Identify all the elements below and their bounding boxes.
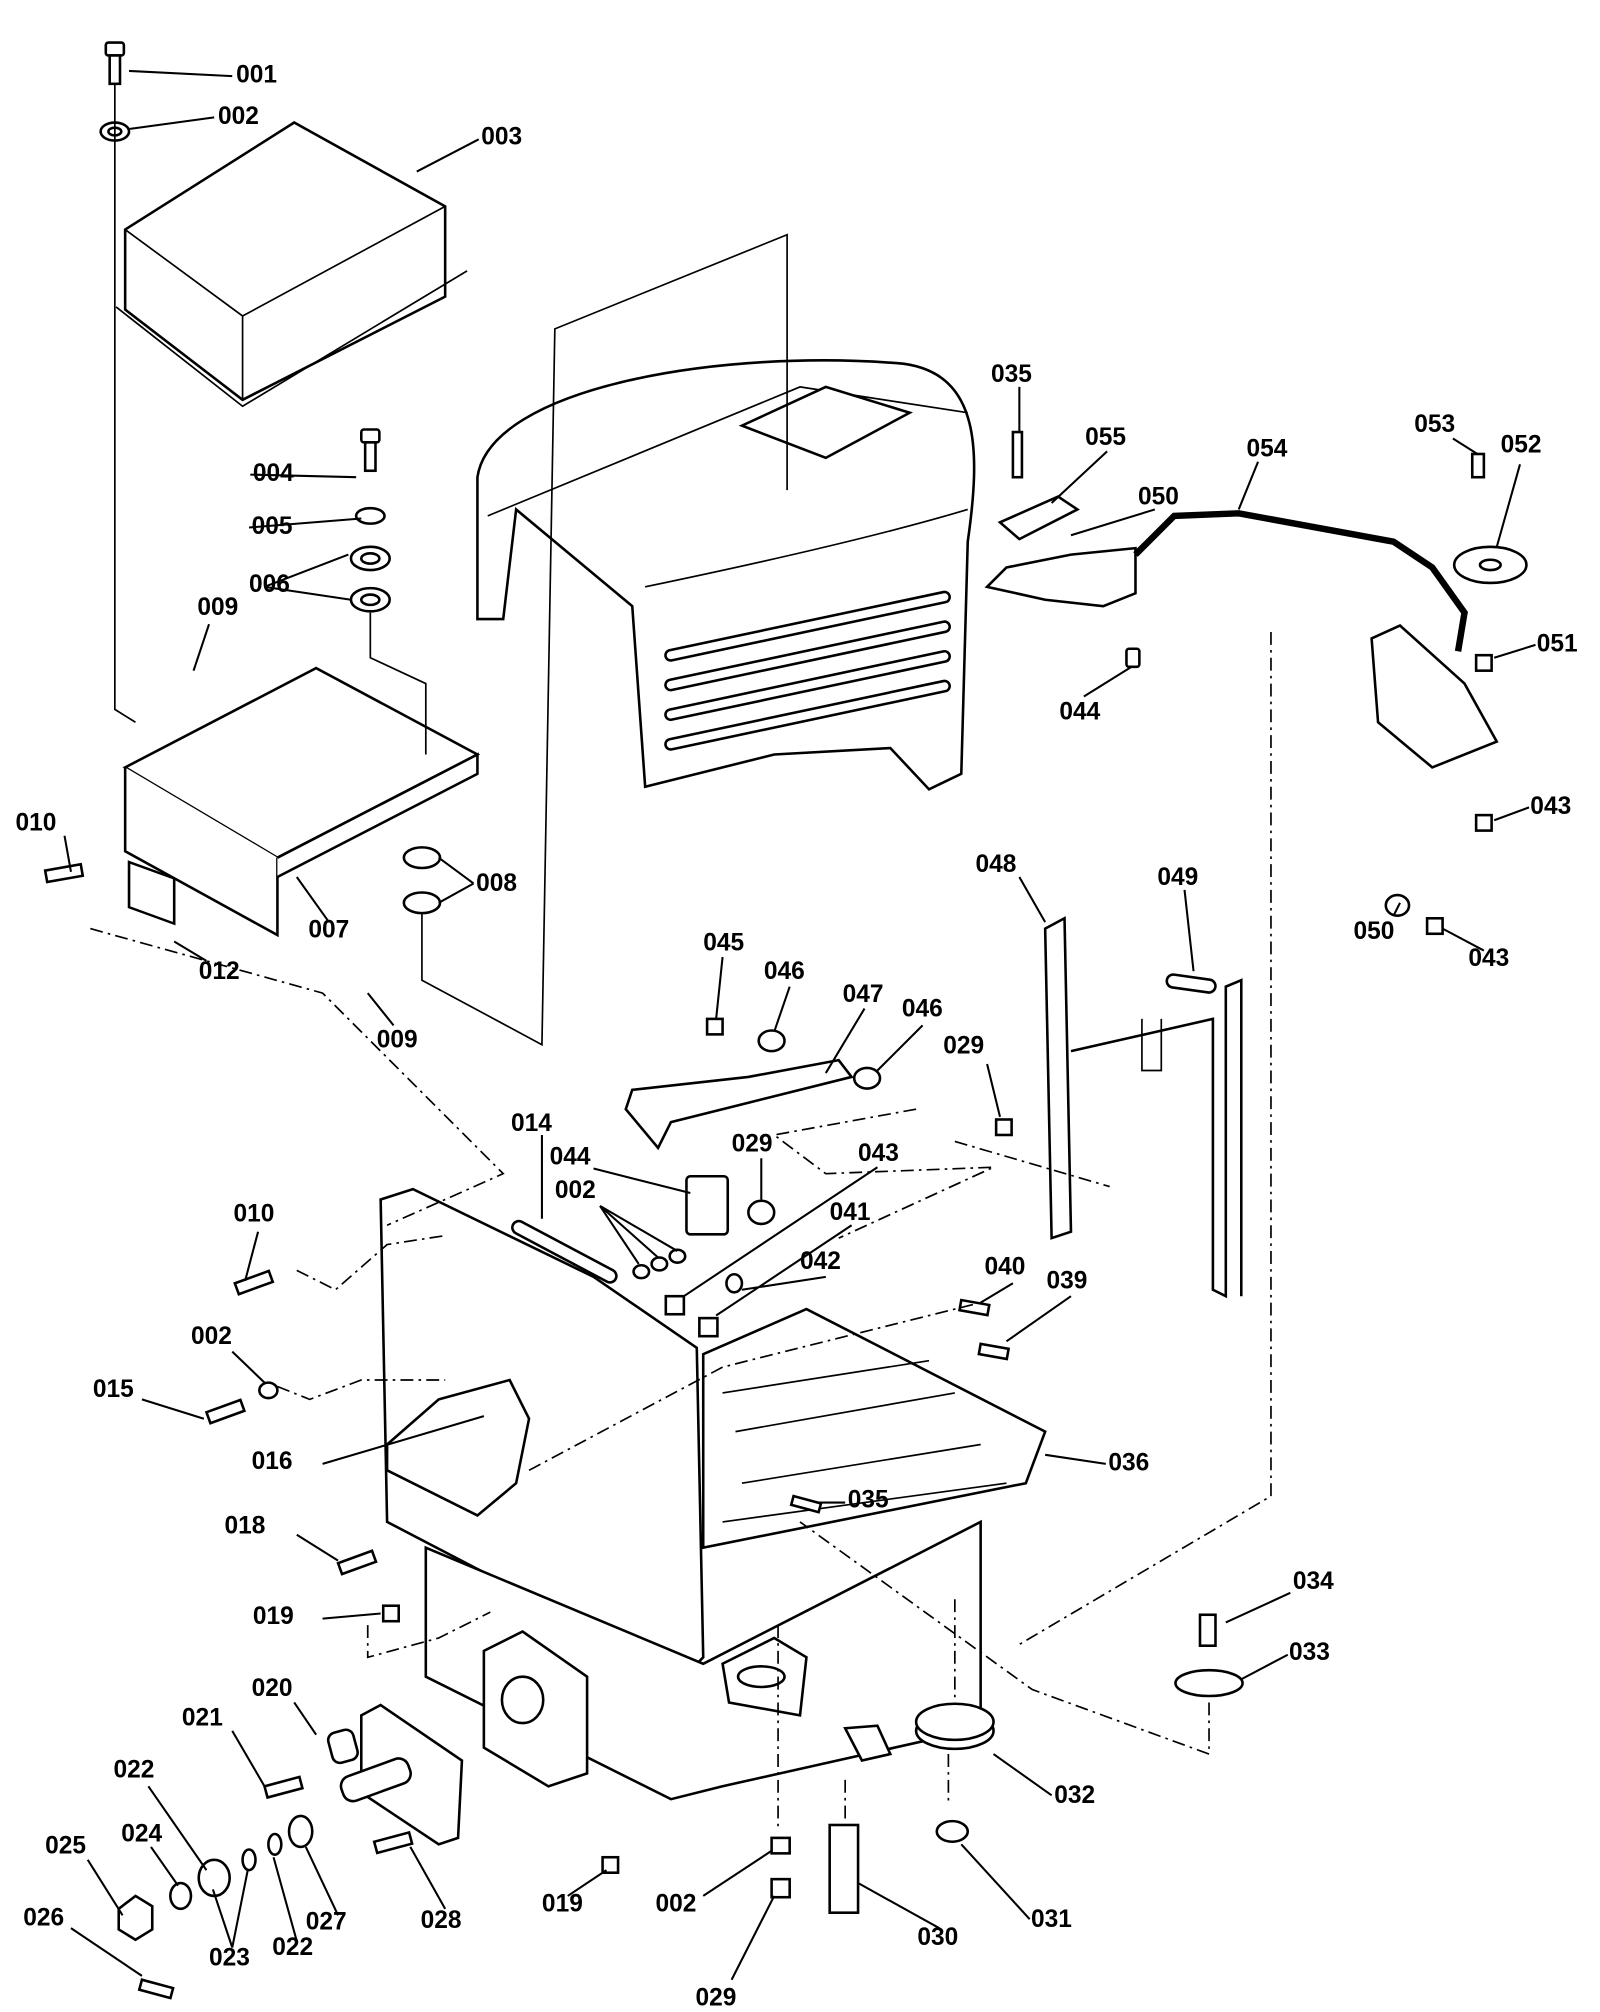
label-018: 018 <box>225 1513 266 1540</box>
label-026: 026 <box>23 1905 64 1932</box>
label-009: 009 <box>377 1026 418 1053</box>
label-050: 050 <box>1138 483 1179 510</box>
bolt-washers-004-006 <box>349 428 391 613</box>
label-022: 022 <box>114 1756 155 1783</box>
mounting-plate-007 <box>122 666 481 938</box>
side-bracket-048 <box>1043 916 1243 1299</box>
alignment-lines <box>90 83 1272 1832</box>
label-019: 019 <box>253 1603 294 1630</box>
pedal-assembly <box>984 430 1528 936</box>
label-043: 043 <box>1530 793 1571 820</box>
label-021: 021 <box>182 1705 223 1732</box>
label-044: 044 <box>550 1144 591 1171</box>
label-039: 039 <box>1046 1267 1087 1294</box>
label-010: 010 <box>234 1200 275 1227</box>
pivot-shaft-assembly <box>117 1630 589 2000</box>
label-053: 053 <box>1414 411 1455 438</box>
label-012: 012 <box>199 958 240 985</box>
label-044: 044 <box>1059 699 1100 726</box>
engine-shroud <box>476 359 976 791</box>
label-031: 031 <box>1031 1906 1072 1933</box>
label-015: 015 <box>93 1376 134 1403</box>
label-047: 047 <box>843 981 884 1008</box>
label-035: 035 <box>848 1487 889 1514</box>
washer-008b <box>402 891 442 915</box>
label-042: 042 <box>800 1248 841 1275</box>
label-032: 032 <box>1054 1782 1095 1809</box>
label-023: 023 <box>209 1945 250 1972</box>
label-025: 025 <box>45 1832 86 1859</box>
label-050: 050 <box>1354 918 1395 945</box>
label-027: 027 <box>306 1908 347 1935</box>
label-002: 002 <box>555 1177 596 1204</box>
label-052: 052 <box>1501 432 1542 459</box>
label-045: 045 <box>703 930 744 957</box>
bottom-hardware <box>770 1613 1244 1914</box>
linkage-047 <box>624 1017 1013 1151</box>
label-016: 016 <box>252 1448 293 1475</box>
label-034: 034 <box>1293 1568 1334 1595</box>
label-049: 049 <box>1157 864 1198 891</box>
label-043: 043 <box>1468 945 1509 972</box>
label-043: 043 <box>858 1140 899 1167</box>
bolts <box>43 862 1011 1874</box>
label-036: 036 <box>1108 1449 1149 1476</box>
washer-008a <box>402 846 442 870</box>
rod-014 <box>511 1174 776 1338</box>
label-020: 020 <box>252 1675 293 1702</box>
label-035: 035 <box>991 361 1032 388</box>
part-labels: 001 002 003 004 005 006 009 010 007 008 … <box>15 62 1577 2012</box>
control-box-cover-003 <box>115 121 468 408</box>
label-010: 010 <box>15 810 56 837</box>
label-022: 022 <box>272 1934 313 1961</box>
label-028: 028 <box>421 1907 462 1934</box>
label-002: 002 <box>191 1323 232 1350</box>
label-002: 002 <box>655 1890 696 1917</box>
label-024: 024 <box>121 1821 162 1848</box>
label-055: 055 <box>1085 424 1126 451</box>
label-041: 041 <box>830 1199 871 1226</box>
label-046: 046 <box>902 995 943 1022</box>
label-014: 014 <box>511 1110 552 1137</box>
label-019: 019 <box>542 1890 583 1917</box>
label-003: 003 <box>481 123 522 150</box>
label-029: 029 <box>732 1131 773 1158</box>
label-002: 002 <box>218 103 259 130</box>
label-029: 029 <box>695 1985 736 2012</box>
parts-drawing <box>43 41 1528 2000</box>
label-040: 040 <box>985 1253 1026 1280</box>
label-051: 051 <box>1537 630 1578 657</box>
label-033: 033 <box>1289 1639 1330 1666</box>
label-004: 004 <box>253 460 294 487</box>
label-001: 001 <box>236 62 277 89</box>
label-054: 054 <box>1246 436 1287 463</box>
leader-lines <box>63 69 1536 1981</box>
label-048: 048 <box>975 851 1016 878</box>
label-029: 029 <box>943 1033 984 1060</box>
label-046: 046 <box>764 958 805 985</box>
label-009: 009 <box>197 594 238 621</box>
label-008: 008 <box>476 870 517 897</box>
